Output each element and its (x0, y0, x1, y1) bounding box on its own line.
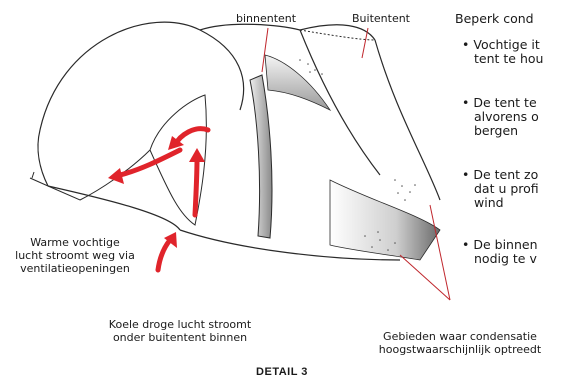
tip-4-line1: De binnen (473, 237, 537, 252)
tip-2-line1: De tent te (473, 95, 536, 110)
tip-3-line2: dat u profi (462, 182, 539, 196)
tip-2-line3: bergen (462, 124, 539, 138)
vestibule-opening (48, 150, 150, 200)
inner-tent-label: binnentent (236, 12, 296, 25)
tip-1-line2: tent te hou (462, 52, 543, 66)
tip-bullet: • (462, 37, 473, 52)
cool-air-label: Koele droge lucht stroomt onder buitente… (80, 318, 280, 344)
floor-shading (330, 180, 440, 260)
tip-3-line3: wind (462, 196, 539, 210)
detail-caption: DETAIL 3 (0, 366, 564, 378)
condensation-label-line1: Gebieden waar condensatie (355, 330, 564, 343)
cool-air-label-line2: onder buitentent binnen (80, 331, 280, 344)
tip-2: • De tent te alvorens o bergen (462, 96, 539, 138)
condensation-label-line2: hoogstwaarschijnlijk optreedt (355, 343, 564, 356)
cool-air-label-line1: Koele droge lucht stroomt (80, 318, 280, 331)
cool-air-arrow-up (195, 160, 197, 215)
warm-air-label: Warme vochtige lucht stroomt weg via ven… (5, 236, 145, 275)
cool-air-arrow-lower (158, 240, 170, 270)
warm-air-label-line2: lucht stroomt weg via (5, 249, 145, 262)
condensation-label: Gebieden waar condensatie hoogstwaarschi… (355, 330, 564, 356)
warm-air-label-line3: ventilatieopeningen (5, 262, 145, 275)
sidebar-heading: Beperk cond (455, 12, 534, 25)
tip-4-line2: nodig te v (462, 252, 538, 266)
tip-1-line1: Vochtige it (473, 37, 539, 52)
tip-bullet: • (462, 167, 473, 182)
tip-bullet: • (462, 237, 473, 252)
inner-tent-panel (265, 55, 330, 110)
tip-4: • De binnen nodig te v (462, 238, 538, 266)
outer-tent-label: Buitentent (352, 12, 410, 25)
outer-tent-seam (300, 30, 375, 40)
tip-2-line2: alvorens o (462, 110, 539, 124)
tip-1: • Vochtige it tent te hou (462, 38, 543, 66)
tip-3: • De tent zo dat u profi wind (462, 168, 539, 210)
tip-3-line1: De tent zo (473, 167, 538, 182)
warm-air-label-line1: Warme vochtige (5, 236, 145, 249)
tip-bullet: • (462, 95, 473, 110)
inner-tent-pole (250, 75, 272, 238)
